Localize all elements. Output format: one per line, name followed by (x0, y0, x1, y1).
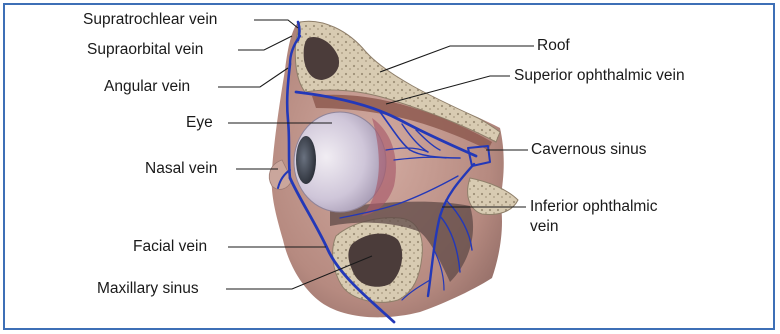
label-supratrochlear-vein: Supratrochlear vein (83, 11, 217, 28)
label-eye: Eye (186, 114, 213, 131)
label-superior-ophthalmic-vein: Superior ophthalmic vein (514, 67, 685, 84)
label-cavernous-sinus: Cavernous sinus (531, 141, 647, 158)
leader-roof (380, 46, 534, 72)
leader-angular-vein (218, 68, 288, 87)
label-nasal-vein: Nasal vein (145, 160, 217, 177)
orbit-illustration (269, 21, 518, 322)
label-inferior-ophthalmic-vein-line1: Inferior ophthalmic (530, 198, 658, 215)
label-inferior-ophthalmic-vein-line2: vein (530, 218, 558, 235)
label-roof: Roof (537, 37, 570, 54)
leader-supratrochlear-vein (254, 20, 298, 28)
label-supraorbital-vein: Supraorbital vein (87, 41, 203, 58)
cornea (296, 136, 316, 184)
label-angular-vein: Angular vein (104, 78, 190, 95)
leader-supraorbital-vein (238, 36, 292, 50)
label-maxillary-sinus: Maxillary sinus (97, 280, 199, 297)
label-facial-vein: Facial vein (133, 238, 207, 255)
